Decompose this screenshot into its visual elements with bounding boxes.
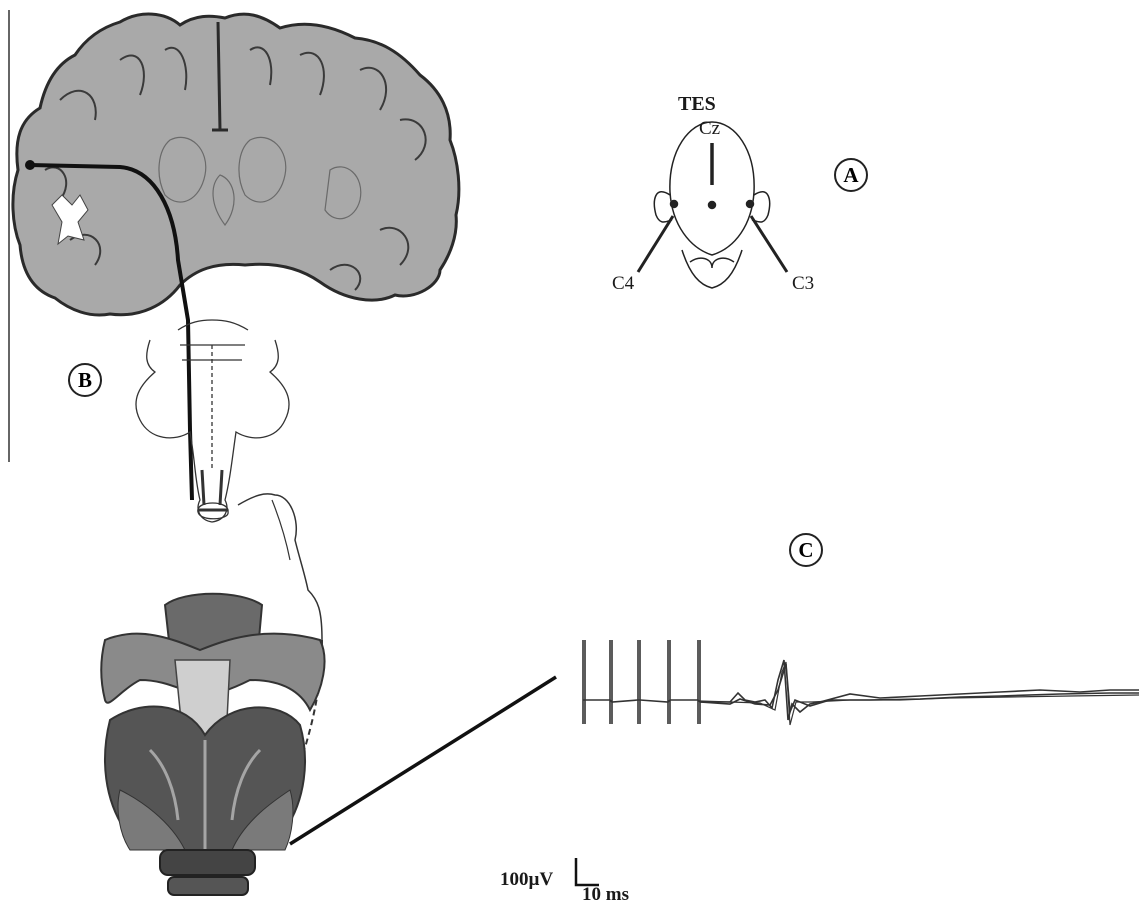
panel-b-label: B <box>68 363 102 397</box>
c4-electrode <box>671 201 678 208</box>
panel-c-label: C <box>789 533 823 567</box>
panel-a-label: A <box>834 158 868 192</box>
amplitude-scale-label: 100µV <box>500 869 553 891</box>
c4-label: C4 <box>612 273 634 295</box>
c3-electrode <box>747 201 754 208</box>
cz-label: Cz <box>699 118 720 140</box>
scale-bar <box>576 858 599 885</box>
c3-label: C3 <box>792 273 814 295</box>
larynx-illustration <box>101 594 324 895</box>
c3-electrode-lead <box>751 216 787 272</box>
tes-title: TES <box>678 93 716 116</box>
brainstem-drawing <box>136 320 289 522</box>
c4-electrode-lead <box>638 216 673 272</box>
cz-electrode <box>709 202 716 209</box>
mep-trace <box>583 640 1139 725</box>
time-scale-label: 10 ms <box>582 884 629 906</box>
head-diagram <box>638 122 787 288</box>
recording-lead <box>290 677 556 844</box>
